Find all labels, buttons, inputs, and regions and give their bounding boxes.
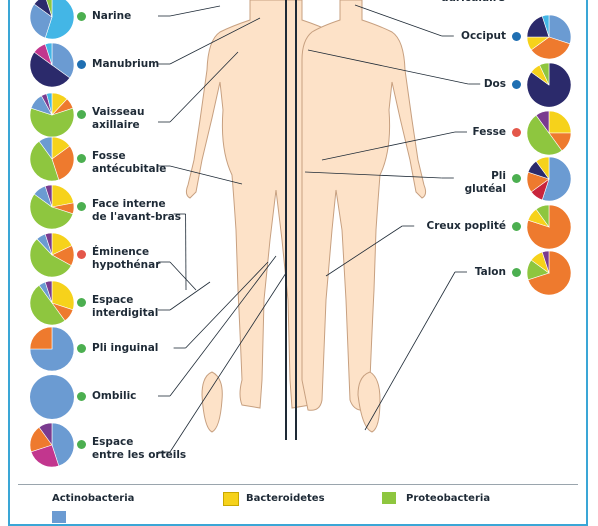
site-dot-blue bbox=[512, 80, 521, 89]
site-label-left: Face interne de l'avant-bras bbox=[92, 198, 181, 224]
leader-line bbox=[170, 273, 286, 452]
pie-chart-right-5 bbox=[526, 250, 572, 296]
site-dot-green bbox=[77, 110, 86, 119]
site-dot-green bbox=[77, 298, 86, 307]
leader-line bbox=[170, 262, 196, 290]
site-label-left: Espace entre les orteils bbox=[92, 436, 186, 462]
site-label-right: Talon bbox=[400, 266, 506, 279]
site-dot-blue bbox=[512, 32, 521, 41]
legend-label-proteobacteria: Proteobacteria bbox=[406, 493, 490, 504]
legend-label-bacteroidetes: Bacteroidetes bbox=[246, 493, 325, 504]
pie-chart-left-7 bbox=[29, 326, 75, 372]
pie-chart-left-9 bbox=[29, 422, 75, 468]
legend-swatch-bacteroidetes bbox=[223, 492, 239, 506]
legend-title: Actinobacteria bbox=[52, 493, 134, 504]
site-dot-green bbox=[77, 154, 86, 163]
site-dot-red bbox=[512, 128, 521, 137]
site-label-left: Éminence hypothénar bbox=[92, 246, 160, 272]
site-dot-green bbox=[77, 344, 86, 353]
pie-chart-left-4 bbox=[29, 184, 75, 230]
site-label-left: Vaisseau axillaire bbox=[92, 106, 144, 132]
leader-line bbox=[170, 52, 238, 122]
pie-chart-left-8 bbox=[29, 374, 75, 420]
pie-chart-right-2 bbox=[526, 110, 572, 156]
site-label-left: Espace interdigital bbox=[92, 294, 158, 320]
partial-top-label: auriculaire bbox=[440, 0, 505, 5]
pie-slice-bacteroidetes bbox=[549, 111, 571, 133]
leader-line bbox=[170, 18, 260, 64]
pie-chart-right-1 bbox=[526, 62, 572, 108]
site-dot-green bbox=[77, 392, 86, 401]
site-dot-green bbox=[512, 222, 521, 231]
pie-slice-firmicutes bbox=[30, 327, 52, 349]
site-label-right: Creux poplité bbox=[400, 220, 506, 233]
legend-swatch-proteobacteria bbox=[382, 492, 396, 504]
pie-chart-right-0 bbox=[526, 14, 572, 60]
site-dot-blue bbox=[77, 60, 86, 69]
site-dot-green bbox=[512, 268, 521, 277]
pie-chart-left-2 bbox=[29, 92, 75, 138]
site-label-right: Occiput bbox=[400, 30, 506, 43]
leader-line bbox=[170, 282, 210, 310]
leader-line bbox=[365, 272, 455, 430]
leader-line bbox=[170, 166, 242, 184]
legend-swatch-actinobacteria bbox=[52, 511, 66, 523]
pie-chart-left-3 bbox=[29, 136, 75, 182]
pie-chart-left-1 bbox=[29, 42, 75, 88]
site-label-left: Ombilic bbox=[92, 390, 136, 403]
site-label-left: Manubrium bbox=[92, 58, 159, 71]
pie-slice-actinobacteria bbox=[30, 375, 74, 419]
site-dot-green bbox=[77, 440, 86, 449]
leader-line bbox=[170, 6, 220, 16]
leader-line bbox=[186, 262, 268, 348]
site-label-left: Pli inguinal bbox=[92, 342, 158, 355]
site-dot-red bbox=[77, 250, 86, 259]
pie-chart-left-6 bbox=[29, 280, 75, 326]
site-dot-green bbox=[77, 202, 86, 211]
site-label-left: Narine bbox=[92, 10, 131, 23]
site-dot-green bbox=[77, 12, 86, 21]
pie-chart-left-5 bbox=[29, 232, 75, 278]
pie-chart-left-0 bbox=[29, 0, 75, 40]
site-dot-green bbox=[512, 174, 521, 183]
site-label-left: Fosse antécubitale bbox=[92, 150, 166, 176]
legend: Actinobacteria Bacteroidetes Proteobacte… bbox=[18, 484, 578, 525]
leader-line bbox=[326, 226, 402, 276]
site-label-right: Fesse bbox=[400, 126, 506, 139]
pie-chart-right-3 bbox=[526, 156, 572, 202]
site-label-right: Pli glutéal bbox=[400, 170, 506, 196]
site-label-right: Dos bbox=[400, 78, 506, 91]
pie-chart-right-4 bbox=[526, 204, 572, 250]
